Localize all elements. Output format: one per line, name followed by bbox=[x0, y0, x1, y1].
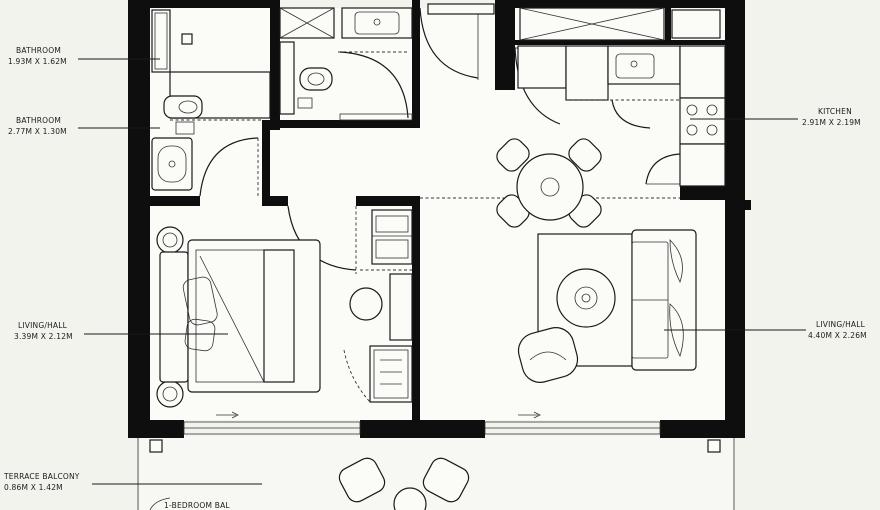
kitchen-fixtures bbox=[420, 7, 726, 199]
wc-fixtures bbox=[151, 95, 259, 197]
svg-text:4.40M X 2.26M: 4.40M X 2.26M bbox=[808, 331, 867, 340]
label-living-hall-right: LIVING/HALL 4.40M X 2.26M bbox=[664, 320, 867, 340]
bathroom-1-fixtures bbox=[151, 9, 271, 121]
windows bbox=[183, 411, 661, 435]
label-kitchen: KITCHEN 2.91M X 2.19M bbox=[690, 107, 861, 127]
svg-text:2.77M X 1.30M: 2.77M X 1.30M bbox=[8, 127, 67, 136]
svg-text:3.39M X 2.12M: 3.39M X 2.12M bbox=[14, 332, 73, 341]
svg-text:LIVING/HALL: LIVING/HALL bbox=[18, 321, 68, 330]
dining-set bbox=[496, 138, 602, 228]
svg-text:BATHROOM: BATHROOM bbox=[16, 116, 61, 125]
svg-text:KITCHEN: KITCHEN bbox=[818, 107, 852, 116]
room-labels: BATHROOM 1.93M X 1.62M BATHROOM 2.77M X … bbox=[3, 46, 867, 510]
svg-text:TERRACE BALCONY: TERRACE BALCONY bbox=[3, 472, 80, 481]
label-living-hall-left: LIVING/HALL 3.39M X 2.12M bbox=[14, 321, 228, 341]
svg-text:BATHROOM: BATHROOM bbox=[16, 46, 61, 55]
svg-text:0.86M X 1.42M: 0.86M X 1.42M bbox=[4, 483, 63, 492]
walls bbox=[128, 0, 751, 438]
label-terrace-balcony: TERRACE BALCONY 0.86M X 1.42M bbox=[3, 472, 262, 492]
bedroom-furniture bbox=[156, 209, 413, 408]
bathroom-2-fixtures bbox=[279, 7, 413, 121]
svg-text:1.93M X 1.62M: 1.93M X 1.62M bbox=[8, 57, 67, 66]
label-bathroom-2: BATHROOM 2.77M X 1.30M bbox=[8, 116, 160, 136]
svg-text:LIVING/HALL: LIVING/HALL bbox=[816, 320, 866, 329]
svg-text:2.91M X 2.19M: 2.91M X 2.19M bbox=[802, 118, 861, 127]
bottom-caption: 1-BEDROOM BAL bbox=[164, 501, 230, 510]
label-bathroom-1: BATHROOM 1.93M X 1.62M bbox=[8, 46, 160, 66]
living-room-furniture bbox=[517, 229, 697, 383]
balcony-furniture bbox=[137, 438, 735, 510]
